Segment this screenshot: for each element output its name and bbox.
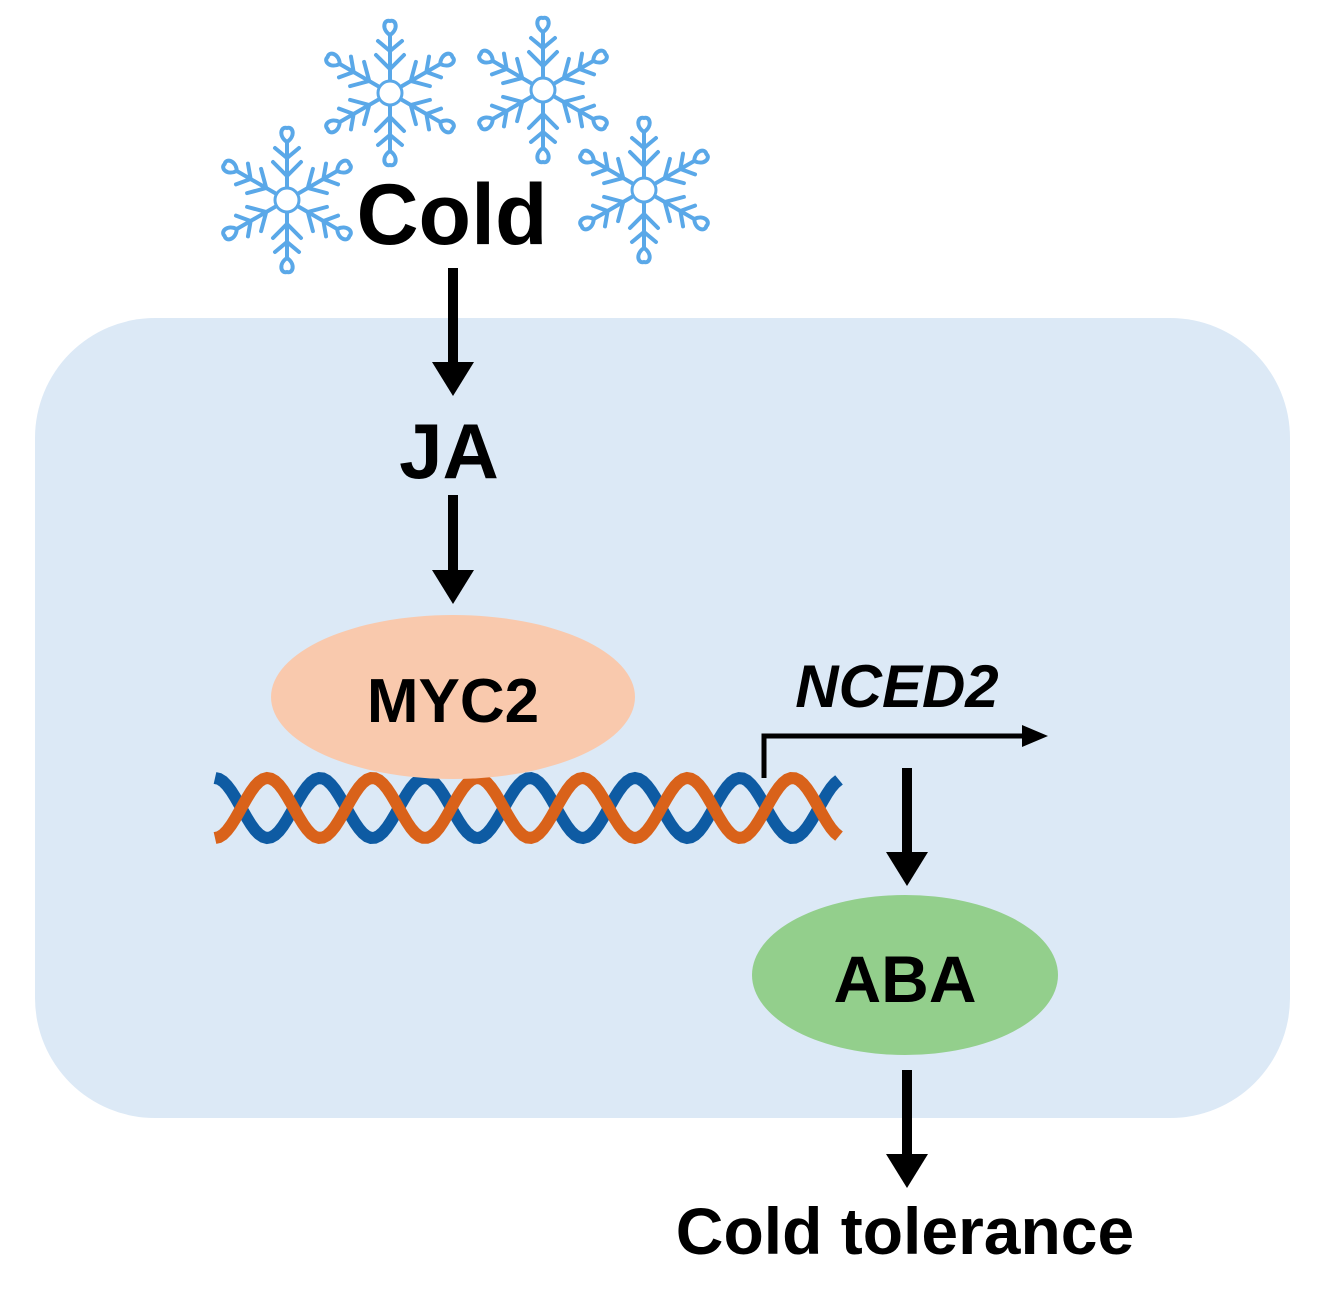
- cold-tolerance-label: Cold tolerance: [676, 1194, 1134, 1268]
- cell-body: [35, 318, 1290, 1118]
- snowflake-icon: [324, 18, 456, 168]
- arrow-aba-to-cold-tolerance: [886, 1070, 928, 1188]
- snowflake-icon: [578, 115, 710, 265]
- arrow-cold-to-ja: [432, 268, 474, 396]
- snowflake-icon: [221, 125, 353, 275]
- aba-label: ABA: [834, 942, 977, 1016]
- aba-node: [752, 895, 1058, 1055]
- ja-label: JA: [399, 407, 499, 495]
- myc2-label: MYC2: [367, 667, 539, 736]
- dna-helix-icon: [213, 771, 843, 845]
- myc2-node: [271, 615, 635, 779]
- transcription-start-arrow: [761, 725, 1048, 778]
- arrow-ja-to-myc2: [432, 495, 474, 604]
- cold-label: Cold: [356, 167, 547, 263]
- snowflake-icon: [477, 15, 609, 165]
- arrow-nced2-to-aba: [886, 768, 928, 886]
- nced2-gene-label: NCED2: [795, 653, 998, 720]
